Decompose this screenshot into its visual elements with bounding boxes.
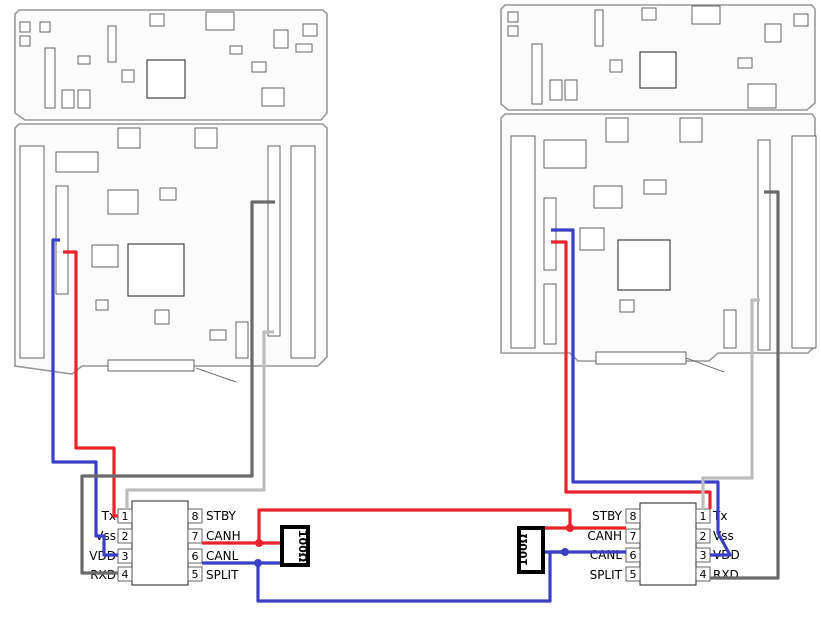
left-pin-label-stby: STBY <box>206 509 237 523</box>
right-pin-number-1: 1 <box>700 510 707 523</box>
right-pin-number-8: 8 <box>630 510 637 523</box>
wire-left-blue-rx <box>51 238 118 557</box>
left-pin-label-split: SPLIT <box>206 568 239 582</box>
wire-right-dark-gray <box>710 190 780 580</box>
wire-can-h <box>202 508 626 545</box>
left-pin-number-6: 6 <box>192 550 199 563</box>
left-pin-label-canh: CANH <box>206 529 241 543</box>
right-pin-number-7: 7 <box>630 530 637 543</box>
wire-left-light-gray <box>125 330 274 509</box>
right-transceiver-body <box>639 502 697 586</box>
junctions <box>254 524 574 567</box>
left-pin-number-5: 5 <box>192 568 199 581</box>
left-dev-board <box>14 9 328 383</box>
right-pin-number-4: 4 <box>700 568 707 581</box>
left-pin-number-4: 4 <box>122 568 129 581</box>
right-pin-label-canl: CANL <box>590 548 623 562</box>
right-pin-number-5: 5 <box>630 568 637 581</box>
left-pin-label-rxd: RXD <box>90 568 116 582</box>
wire-right-blue <box>551 228 732 557</box>
left-pin-number-1: 1 <box>122 510 129 523</box>
left-resistor-box <box>280 525 310 567</box>
right-dev-board <box>500 4 817 373</box>
left-termination-resistor: 100Ω <box>280 525 310 567</box>
wire-left-dark-gray <box>80 200 275 575</box>
left-pin-number-3: 3 <box>122 550 129 563</box>
right-pin-number-6: 6 <box>630 549 637 562</box>
right-pin-number-3: 3 <box>700 549 707 562</box>
left-pin-label-tx: Tx <box>101 509 116 523</box>
wires <box>51 190 780 603</box>
right-resistor-box <box>517 526 545 574</box>
left-pin-label-vdd: VDD <box>89 549 116 563</box>
right-resistor-label: 100Ω <box>517 533 530 566</box>
right-pin-number-2: 2 <box>700 530 707 543</box>
right-pin-label-stby: STBY <box>592 509 623 523</box>
wire-right-red <box>551 240 712 509</box>
left-pin-number-8: 8 <box>192 510 199 523</box>
left-transceiver-body <box>131 500 189 586</box>
wire-left-red-tx <box>63 250 118 518</box>
junction-dot <box>254 559 262 567</box>
wire-right-light-gray <box>701 298 760 509</box>
left-can-transceiver: 1 2 3 4 8 7 6 5 Tx Vss VDD RXD STBY CANH… <box>89 500 241 586</box>
right-pin-label-rxd: RXD <box>713 568 739 582</box>
junction-dot <box>255 539 263 547</box>
junction-dot <box>561 548 569 556</box>
right-pin-label-split: SPLIT <box>590 568 623 582</box>
left-pin-label-vss: Vss <box>95 529 116 543</box>
left-pin-number-7: 7 <box>192 530 199 543</box>
right-termination-resistor: 100Ω <box>517 526 545 574</box>
left-pin-label-canl: CANL <box>206 549 239 563</box>
left-resistor-label: 100Ω <box>296 530 309 563</box>
right-pin-label-canh: CANH <box>587 529 622 543</box>
right-pin-label-tx: Tx <box>712 509 727 523</box>
left-pin-number-2: 2 <box>122 530 129 543</box>
wire-can-l <box>202 550 626 603</box>
junction-dot <box>566 524 574 532</box>
